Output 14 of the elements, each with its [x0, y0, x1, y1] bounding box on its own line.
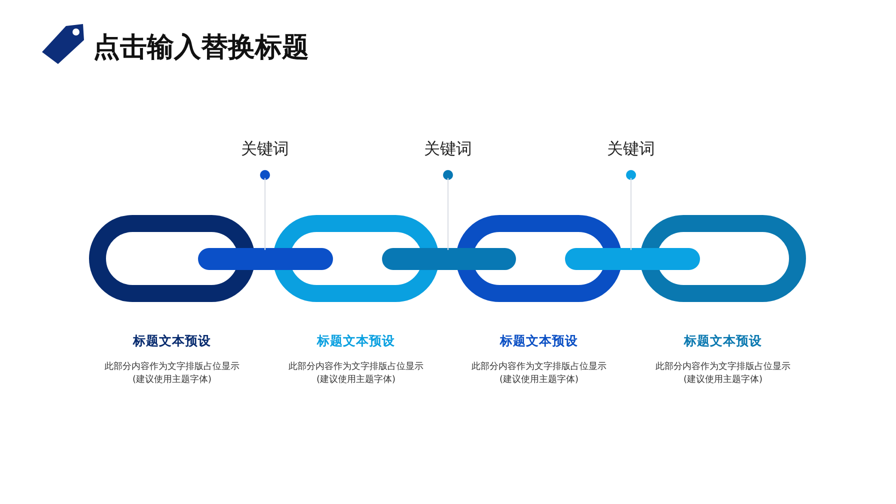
item-description: 此部分内容作为文字排版占位显示(建议使用主题字体)	[104, 361, 240, 387]
item-description: 此部分内容作为文字排版占位显示(建议使用主题字体)	[288, 361, 424, 387]
leader-line	[630, 178, 632, 250]
keyword-label: 关键词	[607, 138, 655, 160]
item-heading: 标题文本预设	[684, 333, 762, 350]
item-heading: 标题文本预设	[133, 333, 211, 350]
item-description: 此部分内容作为文字排版占位显示(建议使用主题字体)	[654, 361, 792, 387]
keyword-label: 关键词	[424, 138, 472, 160]
item-description: 此部分内容作为文字排版占位显示(建议使用主题字体)	[470, 361, 608, 387]
slide-title: 点击输入替换标题	[93, 31, 309, 65]
item-heading: 标题文本预设	[500, 333, 578, 350]
keyword-label: 关键词	[241, 138, 289, 160]
leader-line	[264, 178, 266, 250]
item-heading: 标题文本预设	[317, 333, 395, 350]
